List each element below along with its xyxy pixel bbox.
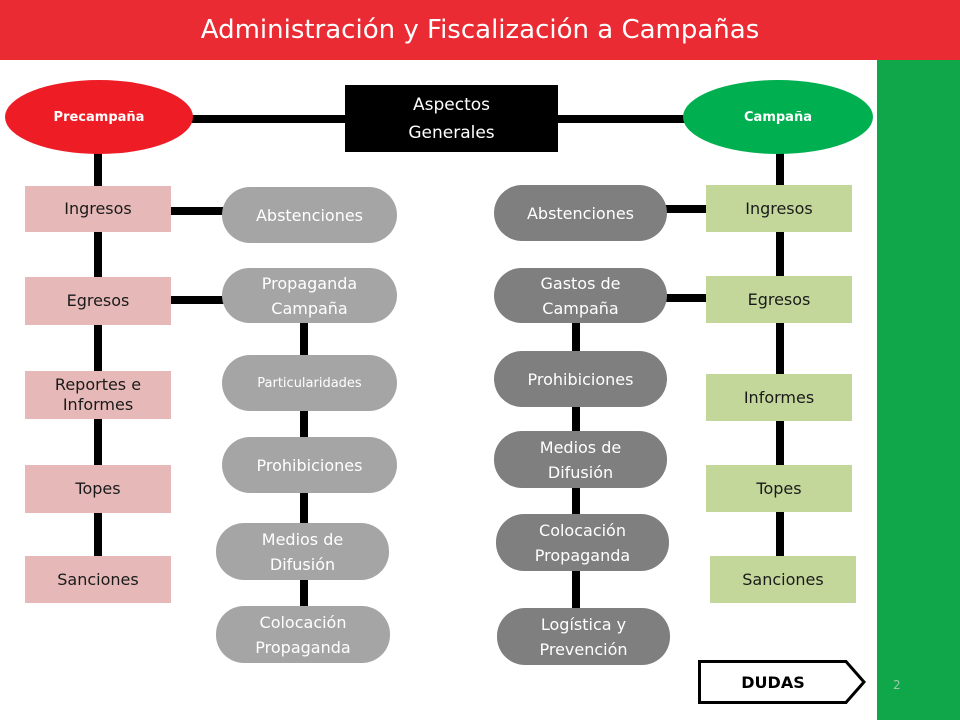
aspectos-line-1: Aspectos bbox=[412, 94, 490, 115]
right-logistica-prevencion: Logística y Prevención bbox=[497, 608, 670, 665]
left-medios-difusion: Medios de Difusión bbox=[216, 523, 389, 580]
left-propaganda-campana: Propaganda Campaña bbox=[222, 268, 397, 323]
right-logistica-line-1: Logística y bbox=[540, 614, 627, 634]
right-medios-difusion: Medios de Difusión bbox=[494, 431, 667, 488]
slide-title: Administración y Fiscalización a Campaña… bbox=[0, 0, 960, 60]
left-colocacion-line-2: Propaganda bbox=[255, 637, 351, 657]
right-prohibiciones: Prohibiciones bbox=[494, 351, 667, 407]
right-medios-line-2: Difusión bbox=[547, 462, 614, 482]
right-logistica-line-2: Prevención bbox=[539, 639, 628, 659]
left-particularidades: Particularidades bbox=[222, 355, 397, 411]
precampana-oval: Precampaña bbox=[5, 80, 193, 154]
left-reportes-line-2: Informes bbox=[62, 395, 134, 414]
right-ingresos: Ingresos bbox=[706, 185, 852, 232]
right-colocacion-propaganda: Colocación Propaganda bbox=[496, 514, 669, 571]
left-topes: Topes bbox=[25, 465, 171, 513]
right-colocacion-line-2: Propaganda bbox=[534, 545, 631, 565]
left-egresos: Egresos bbox=[25, 277, 171, 325]
connector-right-vertical bbox=[776, 150, 784, 560]
left-ingresos: Ingresos bbox=[25, 186, 171, 232]
left-reportes-line-1: Reportes e bbox=[54, 375, 142, 394]
right-topes: Topes bbox=[706, 465, 852, 512]
left-reportes-informes: Reportes e Informes bbox=[25, 371, 171, 419]
dudas-button[interactable]: DUDAS bbox=[698, 660, 868, 704]
left-propaganda-line-2: Campaña bbox=[271, 298, 348, 318]
left-medios-line-1: Medios de bbox=[261, 529, 344, 549]
right-gastos-campana: Gastos de Campaña bbox=[494, 268, 667, 323]
right-colocacion-line-1: Colocación bbox=[539, 520, 626, 540]
right-gastos-line-2: Campaña bbox=[542, 298, 619, 318]
left-medios-line-2: Difusión bbox=[269, 554, 336, 574]
left-colocacion-propaganda: Colocación Propaganda bbox=[216, 606, 390, 663]
aspectos-line-2: Generales bbox=[408, 122, 495, 143]
left-abstenciones: Abstenciones bbox=[222, 187, 397, 243]
right-abstenciones: Abstenciones bbox=[494, 185, 667, 241]
right-informes: Informes bbox=[706, 374, 852, 421]
right-medios-line-1: Medios de bbox=[539, 437, 622, 457]
connector-egresos-propaganda-left bbox=[170, 296, 230, 304]
right-egresos: Egresos bbox=[706, 276, 852, 323]
dudas-arrow-shape bbox=[698, 660, 866, 704]
connector-gastos-egresos-right bbox=[664, 294, 710, 302]
left-propaganda-line-1: Propaganda bbox=[261, 273, 358, 293]
left-colocacion-line-1: Colocación bbox=[259, 612, 347, 632]
left-sanciones: Sanciones bbox=[25, 556, 171, 603]
right-sanciones: Sanciones bbox=[710, 556, 856, 603]
green-side-strip bbox=[877, 60, 960, 720]
connector-ingresos-abstenciones-left bbox=[170, 207, 230, 215]
campana-oval: Campaña bbox=[683, 80, 873, 154]
connector-left-vertical bbox=[94, 150, 102, 560]
page-number: 2 bbox=[893, 678, 901, 692]
connector-abstenciones-ingresos-right bbox=[664, 205, 710, 213]
left-prohibiciones: Prohibiciones bbox=[222, 437, 397, 493]
aspectos-generales-box: Aspectos Generales bbox=[345, 85, 558, 152]
right-gastos-line-1: Gastos de bbox=[540, 273, 621, 293]
dudas-label: DUDAS bbox=[741, 672, 805, 692]
